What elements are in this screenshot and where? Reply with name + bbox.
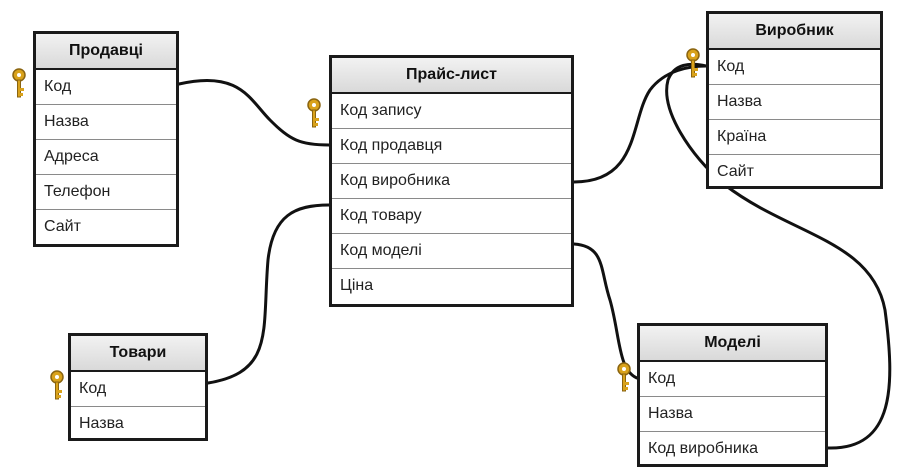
field-row[interactable]: Адреса	[36, 140, 176, 175]
table-title: Виробник	[709, 14, 880, 50]
table-models[interactable]: Моделі Код Назва Код виробника	[637, 323, 828, 467]
field-row[interactable]: Код моделі	[332, 234, 571, 269]
field-row[interactable]: Країна	[709, 120, 880, 155]
primary-key-icon	[686, 48, 700, 78]
field-row[interactable]: Назва	[79, 415, 124, 432]
field-row[interactable]: Код продавця	[332, 129, 571, 164]
field-row[interactable]: Код запису	[332, 94, 571, 129]
field-row[interactable]: Код	[71, 372, 205, 407]
field-row[interactable]: Сайт	[44, 218, 81, 235]
table-title: Товари	[71, 336, 205, 372]
field-row[interactable]: Назва	[709, 85, 880, 120]
primary-key-icon	[12, 68, 26, 98]
table-title: Моделі	[640, 326, 825, 362]
table-goods[interactable]: Товари Код Назва	[68, 333, 208, 441]
primary-key-icon	[617, 362, 631, 392]
field-row[interactable]: Код виробника	[332, 164, 571, 199]
field-row[interactable]: Код виробника	[648, 440, 759, 457]
field-row[interactable]: Телефон	[36, 175, 176, 210]
field-row[interactable]: Код товару	[332, 199, 571, 234]
table-manufacturer[interactable]: Виробник Код Назва Країна Сайт	[706, 11, 883, 189]
field-row[interactable]: Назва	[36, 105, 176, 140]
field-row[interactable]: Ціна	[340, 277, 374, 294]
primary-key-icon	[50, 370, 64, 400]
field-row[interactable]: Код	[709, 50, 880, 85]
table-sellers[interactable]: Продавці Код Назва Адреса Телефон Сайт	[33, 31, 179, 247]
field-row[interactable]: Назва	[640, 397, 825, 432]
link-maker-price	[572, 64, 708, 184]
table-title: Продавці	[36, 34, 176, 70]
field-row[interactable]: Сайт	[717, 163, 754, 180]
link-models-price	[572, 242, 639, 380]
primary-key-icon	[307, 98, 321, 128]
table-price-list[interactable]: Прайс-лист Код запису Код продавця Код в…	[329, 55, 574, 307]
field-row[interactable]: Код	[36, 70, 176, 105]
table-title: Прайс-лист	[332, 58, 571, 94]
field-row[interactable]: Код	[640, 362, 825, 397]
link-goods-price	[206, 203, 331, 385]
